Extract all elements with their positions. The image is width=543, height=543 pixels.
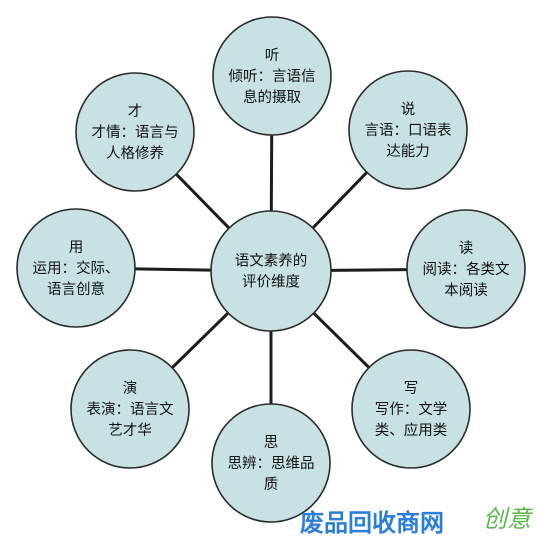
node-du-line-3: 本阅读	[444, 282, 488, 299]
node-ting-line-1: 听	[265, 47, 280, 64]
connector-shuo	[311, 170, 369, 230]
node-cai-line-1: 才	[128, 103, 143, 120]
node-cai-line-2: 才情：语言与	[92, 124, 179, 141]
center-node-line-2: 评价维度	[242, 274, 300, 291]
node-du-line-1: 读	[459, 240, 474, 257]
connector-du	[329, 268, 409, 272]
node-yong-circle	[16, 208, 136, 328]
node-yan-line-1: 演	[123, 380, 138, 397]
watermark-side-text: 创意	[483, 505, 534, 533]
connector-cai	[174, 172, 231, 230]
node-yong-line-1: 用	[69, 240, 84, 256]
node-xie-circle	[351, 349, 471, 469]
node-yan-circle	[70, 349, 190, 469]
connector-xie	[312, 311, 371, 370]
node-shuo-circle	[348, 70, 468, 190]
node-ting-line-3: 息的摄取	[243, 89, 301, 106]
node-si-line-2: 思辨：思维品	[228, 455, 315, 472]
connector-yan	[170, 311, 230, 370]
node-ting-line-2: 倾听：言语信	[229, 68, 316, 85]
node-cai-line-3: 人格修养	[106, 145, 164, 162]
node-xie-line-3: 类、应用类	[375, 421, 448, 439]
node-du-circle	[406, 209, 526, 329]
node-yong: 用运用：交际、语言创意	[16, 208, 136, 328]
watermark: 废品回收商网 创意	[300, 505, 534, 537]
center-node-line-1: 语文素养的	[235, 253, 308, 270]
node-shuo-line-3: 达能力	[386, 143, 430, 160]
node-du-line-2: 阅读：各类文	[423, 261, 510, 278]
node-yan-line-2: 表演：语言文	[87, 401, 174, 418]
node-xie-line-2: 写作：文学	[375, 401, 448, 418]
connectors	[133, 133, 409, 406]
center-node-circle	[210, 210, 332, 332]
node-shuo-line-1: 说	[401, 101, 416, 118]
node-yong-line-2: 运用：交际、	[33, 259, 120, 277]
node-xie: 写写作：文学类、应用类	[351, 349, 471, 469]
node-si-circle	[211, 403, 331, 523]
node-xie-line-1: 写	[404, 381, 419, 397]
connector-yong	[133, 267, 213, 272]
node-ting-circle	[212, 16, 332, 136]
node-shuo-line-2: 言语：口语表	[365, 122, 452, 139]
node-cai-circle	[75, 72, 195, 192]
node-si-line-3: 质	[264, 476, 279, 493]
node-yong-line-3: 语言创意	[47, 280, 105, 298]
node-si-line-1: 思	[264, 435, 279, 451]
node-yan-line-3: 艺才华	[108, 422, 152, 439]
watermark-text: 废品回收商网	[300, 509, 444, 537]
nodes: 听倾听：言语信息的摄取说言语：口语表达能力读阅读：各类文本阅读写写作：文学类、应…	[16, 16, 526, 523]
